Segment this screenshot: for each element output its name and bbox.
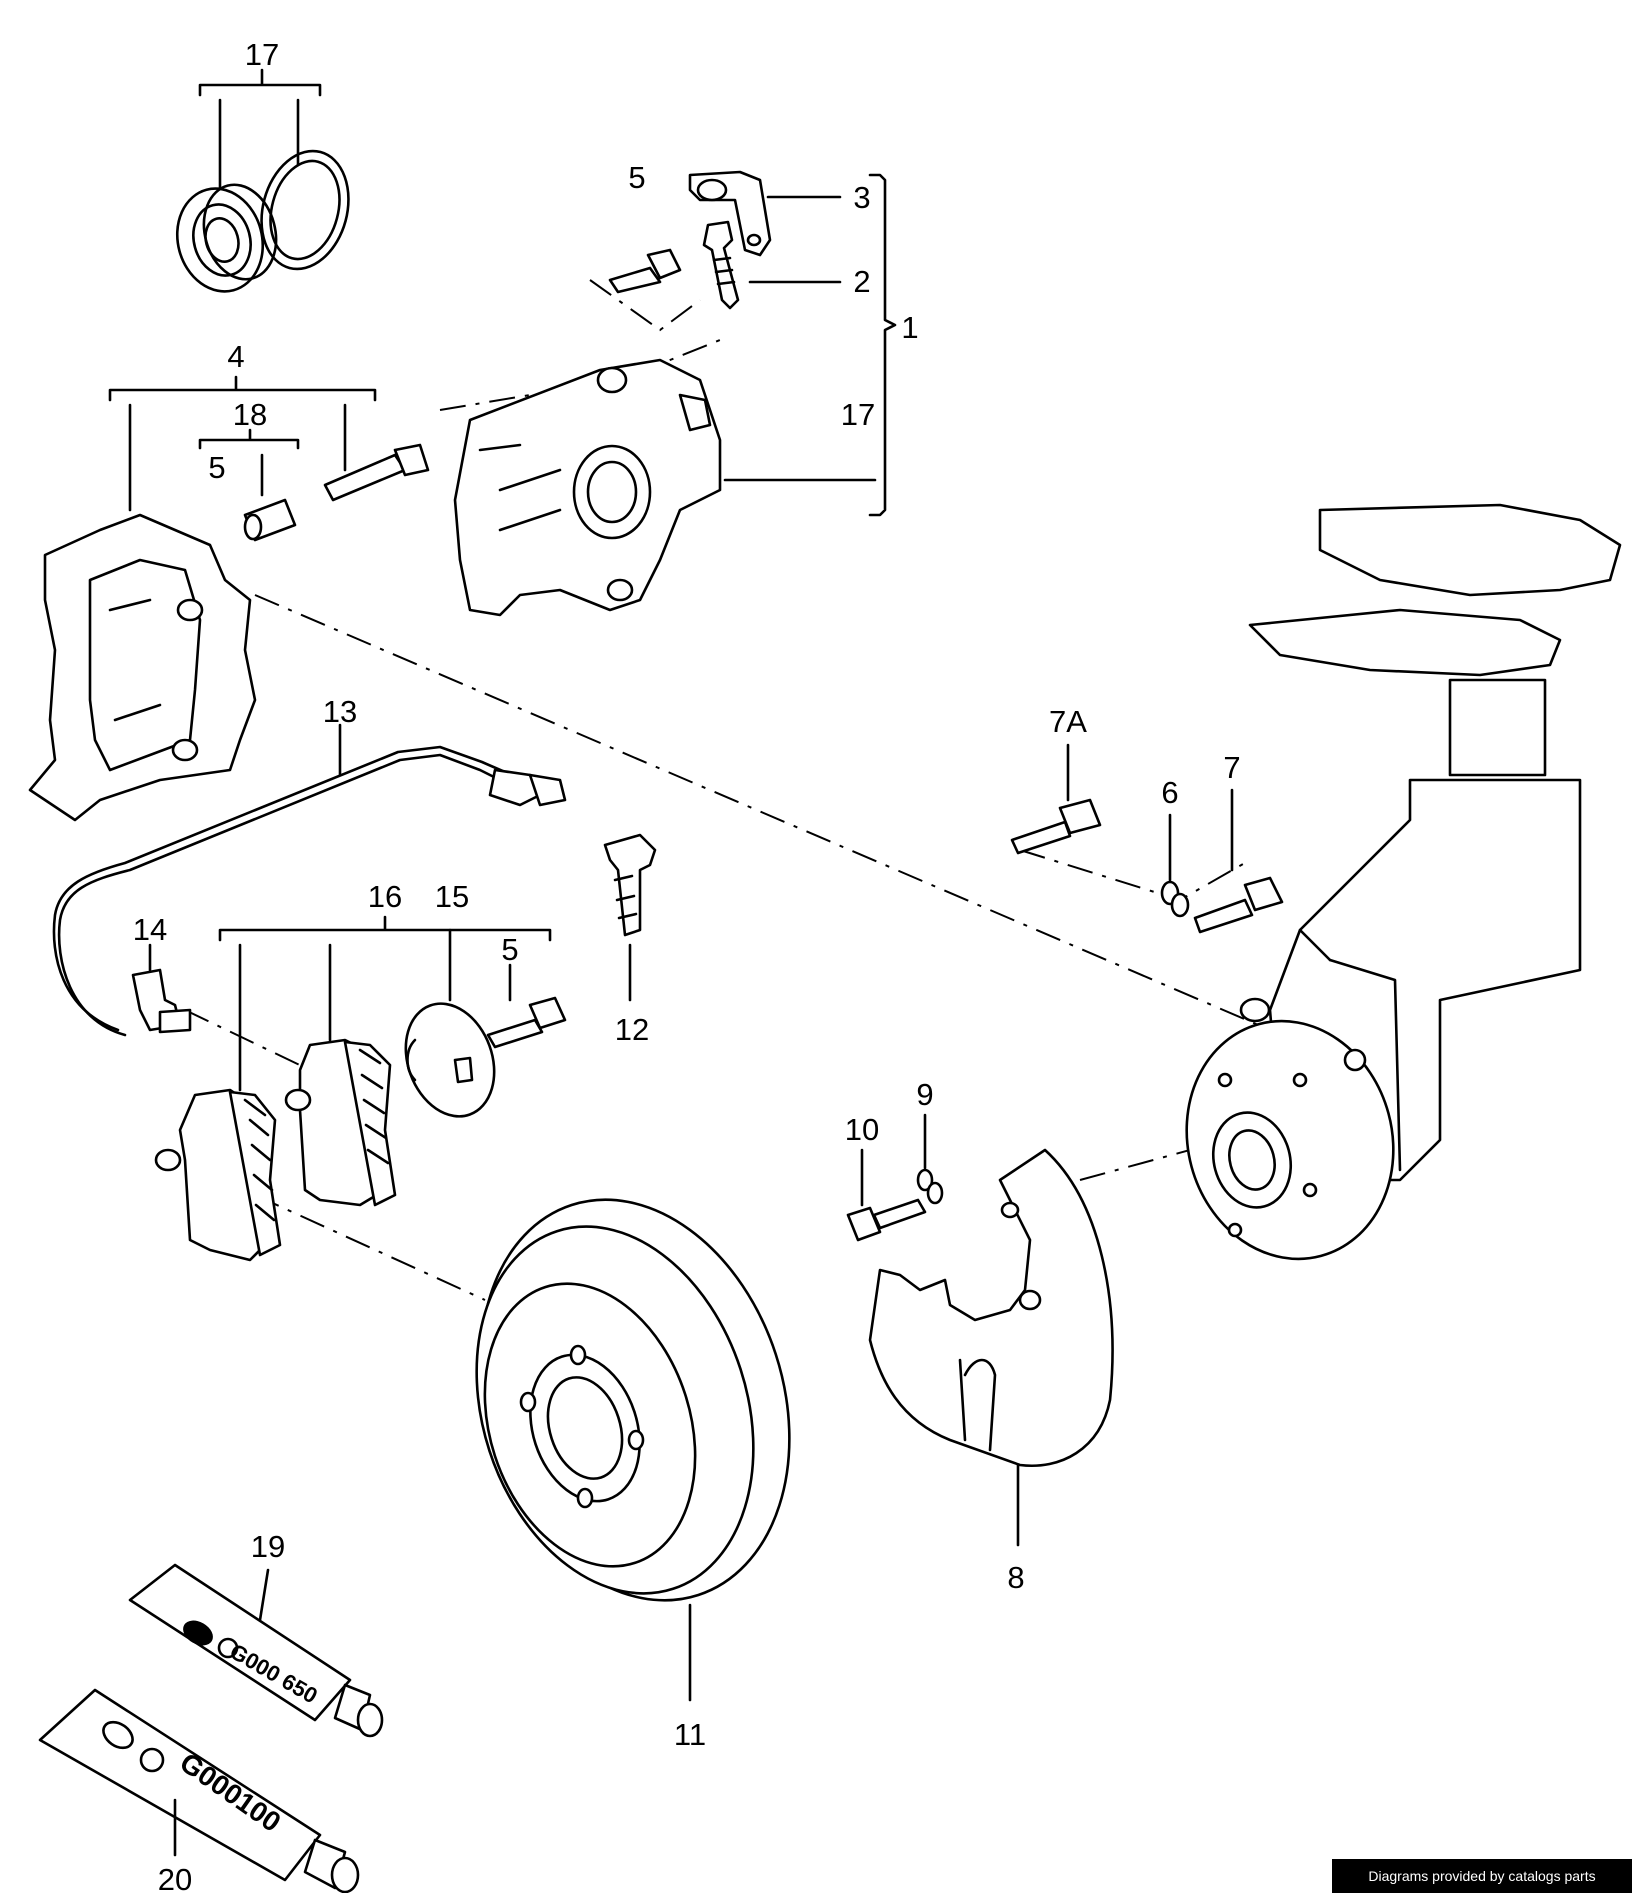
label-11: 11: [674, 1717, 706, 1752]
label-16: 16: [368, 879, 402, 914]
clip-12: [603, 833, 657, 1002]
label-15: 15: [435, 879, 469, 914]
bolt-7: [1193, 788, 1284, 934]
bolt-5-mid: [486, 963, 567, 1049]
brake-pad-set-16: [154, 915, 552, 1262]
guide-pin-18: [323, 443, 430, 502]
label-12: 12: [615, 1012, 649, 1047]
label-5-left: 5: [208, 450, 225, 485]
label-17-top: 17: [245, 37, 279, 72]
caliper-carrier-4: [28, 513, 257, 822]
sensor-14: [131, 943, 192, 1034]
label-5-top: 5: [628, 160, 645, 195]
splash-shield-8: [868, 1148, 1114, 1547]
grease-tube-19: G000 650: [128, 1563, 384, 1738]
shim-15: [404, 928, 496, 1118]
label-6: 6: [1161, 775, 1178, 810]
wheel-hub: [1185, 1019, 1395, 1261]
label-4: 4: [227, 339, 244, 374]
label-1: 1: [901, 310, 918, 345]
callout-labels: 17 5 3 2 1 17 4 18 5 13 7A 6 7 16 15 14 …: [133, 37, 1241, 1893]
bushing-5: [243, 498, 297, 542]
wear-sensor-wire-13: [52, 723, 567, 1037]
label-7: 7: [1223, 750, 1240, 785]
bracket-3: [688, 170, 772, 257]
bolt-7a: [1010, 743, 1102, 855]
bolt-10: [846, 1148, 927, 1242]
label-9: 9: [916, 1077, 933, 1112]
label-10: 10: [845, 1112, 879, 1147]
bleeder-valve-2: [702, 220, 740, 310]
credit-banner: Diagrams provided by catalogs parts: [1332, 1859, 1632, 1893]
washer-9: [916, 1113, 944, 1205]
bolt-5-top: [608, 248, 682, 294]
label-18: 18: [233, 397, 267, 432]
label-5-mid: 5: [501, 932, 518, 967]
brake-caliper: [453, 358, 722, 617]
label-19: 19: [251, 1529, 285, 1564]
label-2: 2: [853, 264, 870, 299]
label-brackets-left: [108, 375, 377, 512]
seal-kit-17: [175, 68, 350, 293]
label-8: 8: [1007, 1560, 1024, 1595]
label-14: 14: [133, 912, 167, 947]
label-17-right: 17: [841, 397, 875, 432]
grease-tube-20: G000100: [38, 1688, 360, 1893]
label-3: 3: [853, 180, 870, 215]
label-bracket-1: [723, 173, 897, 517]
washer-6: [1160, 813, 1190, 918]
brake-disc-11: [475, 1198, 791, 1702]
label-7a: 7A: [1049, 704, 1087, 739]
center-lines: [184, 279, 1361, 1301]
label-13: 13: [323, 694, 357, 729]
label-20: 20: [158, 1862, 192, 1893]
